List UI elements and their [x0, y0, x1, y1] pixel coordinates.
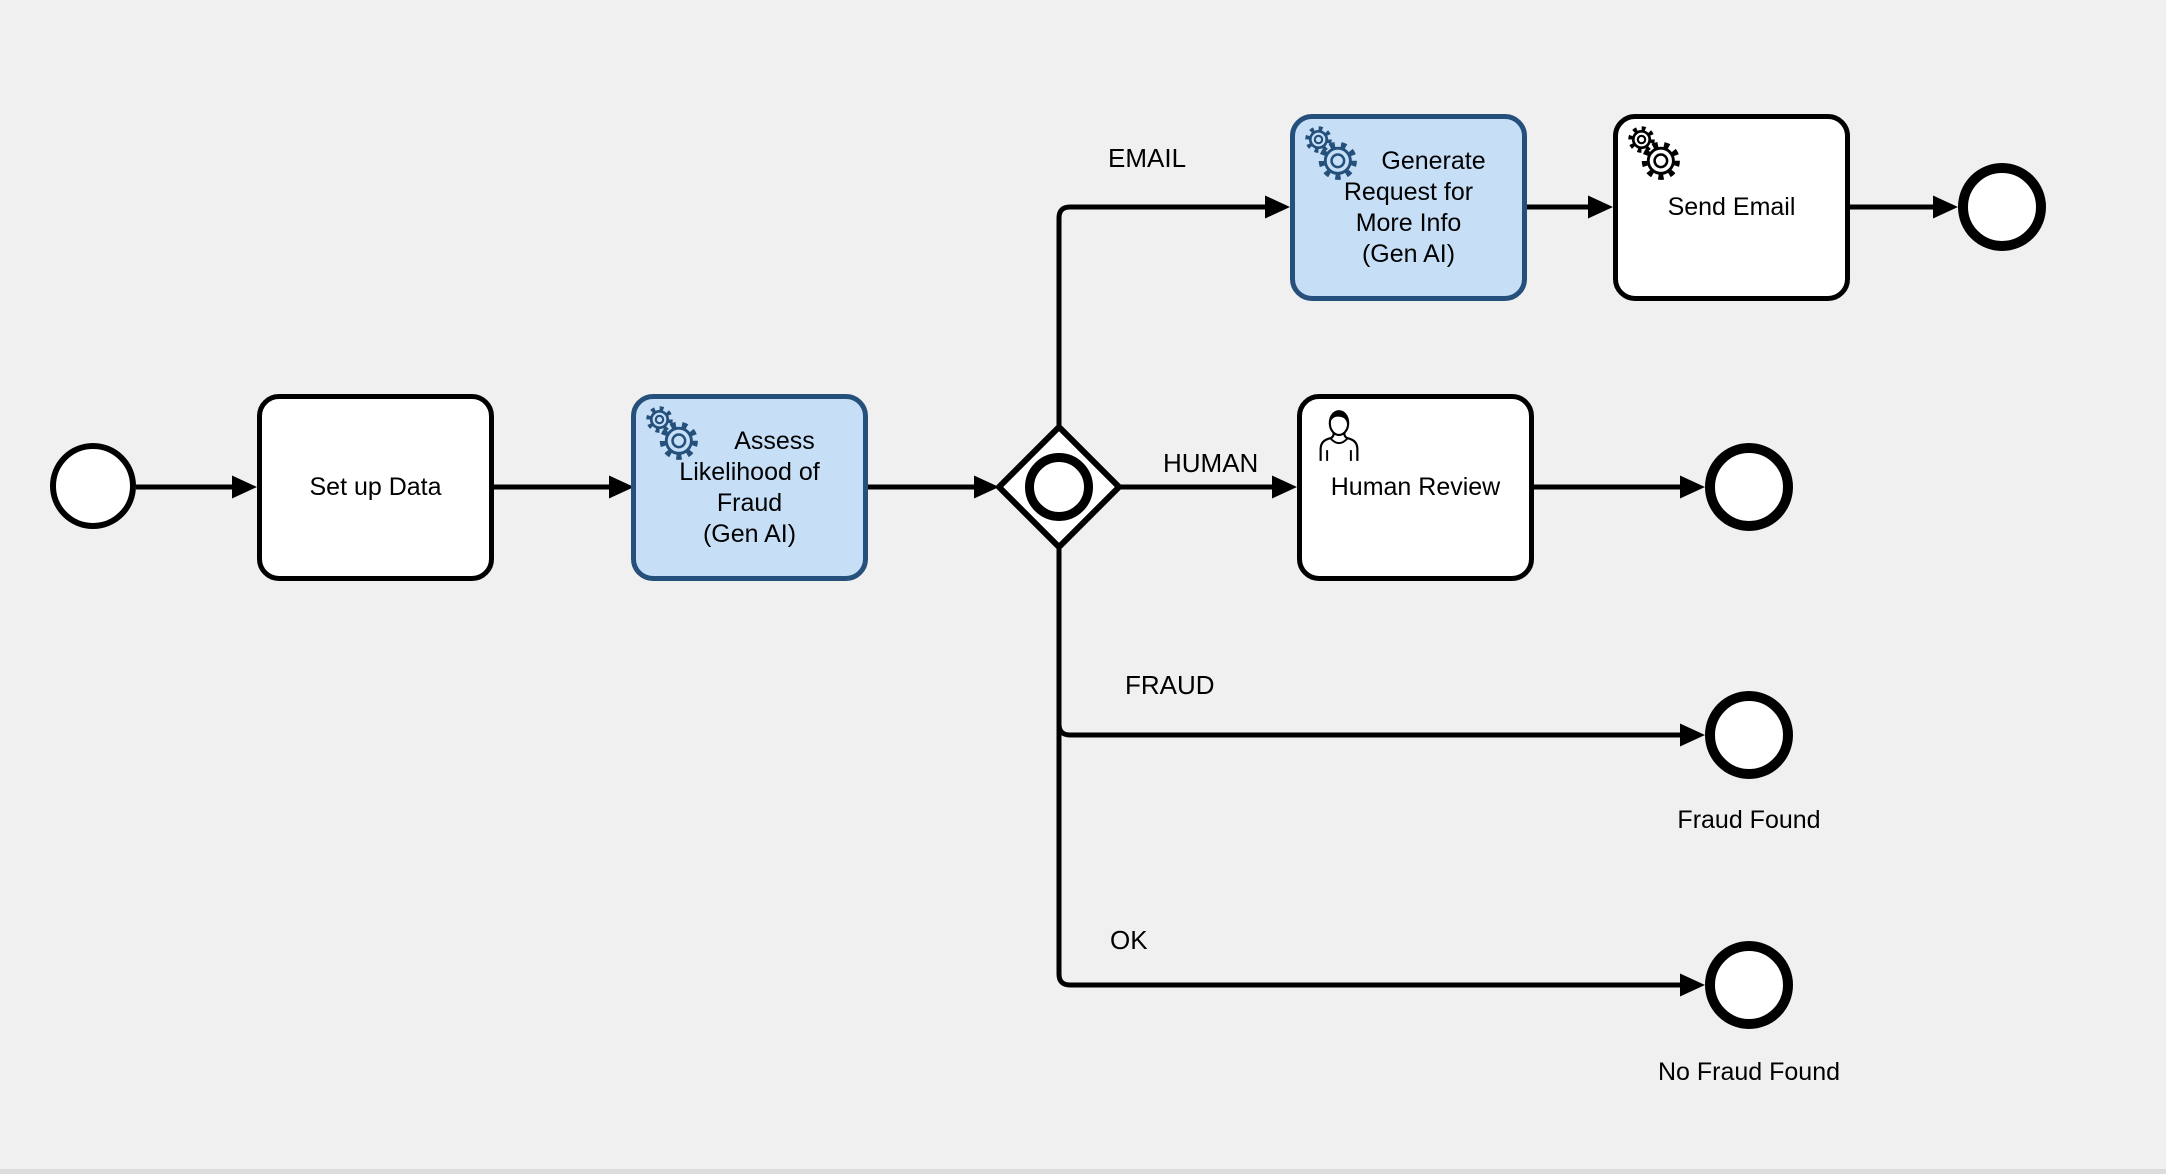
- flow-label-email: EMAIL: [1108, 143, 1187, 173]
- end-event-label-no-fraud-found: No Fraud Found: [1657, 1058, 1841, 1086]
- gears-icon: [1305, 126, 1357, 180]
- gears-icon: [646, 406, 698, 460]
- end-event-email[interactable]: [1958, 163, 2046, 251]
- flow-label-ok: OK: [1110, 925, 1148, 955]
- gateway-circle: [1025, 453, 1093, 521]
- flow-label-fraud: FRAUD: [1125, 670, 1215, 700]
- task-send-email[interactable]: Send Email: [1613, 114, 1850, 301]
- inclusive-gateway[interactable]: [989, 417, 1129, 557]
- task-label: Human Review: [1330, 473, 1501, 501]
- person-icon: [1319, 410, 1359, 461]
- end-event-fraud-found[interactable]: [1705, 691, 1793, 779]
- task-human-review[interactable]: Human Review: [1297, 394, 1534, 581]
- arrowheads: [232, 195, 1958, 997]
- task-label: Send Email: [1667, 193, 1796, 221]
- flow-gateway-to-generate: [1056, 204, 1266, 427]
- start-event[interactable]: [50, 443, 136, 529]
- flow-gateway-to-fraud-end: [1056, 723, 1681, 738]
- task-set-up-data[interactable]: Set up Data: [257, 394, 494, 581]
- window-bottom-edge: [0, 1169, 2166, 1174]
- end-event-no-fraud-found[interactable]: [1705, 941, 1793, 1029]
- task-label: Set up Data: [309, 473, 442, 501]
- task-generate-request-for-more-info[interactable]: Generate Request for More Info (Gen AI): [1290, 114, 1527, 301]
- task-assess-likelihood-of-fraud[interactable]: Assess Likelihood of Fraud (Gen AI): [631, 394, 868, 581]
- task-label: Assess Likelihood of Fraud (Gen AI): [679, 426, 820, 548]
- flow-label-human: HUMAN: [1163, 448, 1259, 478]
- end-event-human[interactable]: [1705, 443, 1793, 531]
- flow-gateway-to-ok-end: [1056, 547, 1681, 988]
- gears-icon: [1628, 126, 1680, 180]
- task-label: Generate Request for More Info (Gen AI): [1343, 146, 1486, 268]
- end-event-label-fraud-found: Fraud Found: [1677, 806, 1821, 834]
